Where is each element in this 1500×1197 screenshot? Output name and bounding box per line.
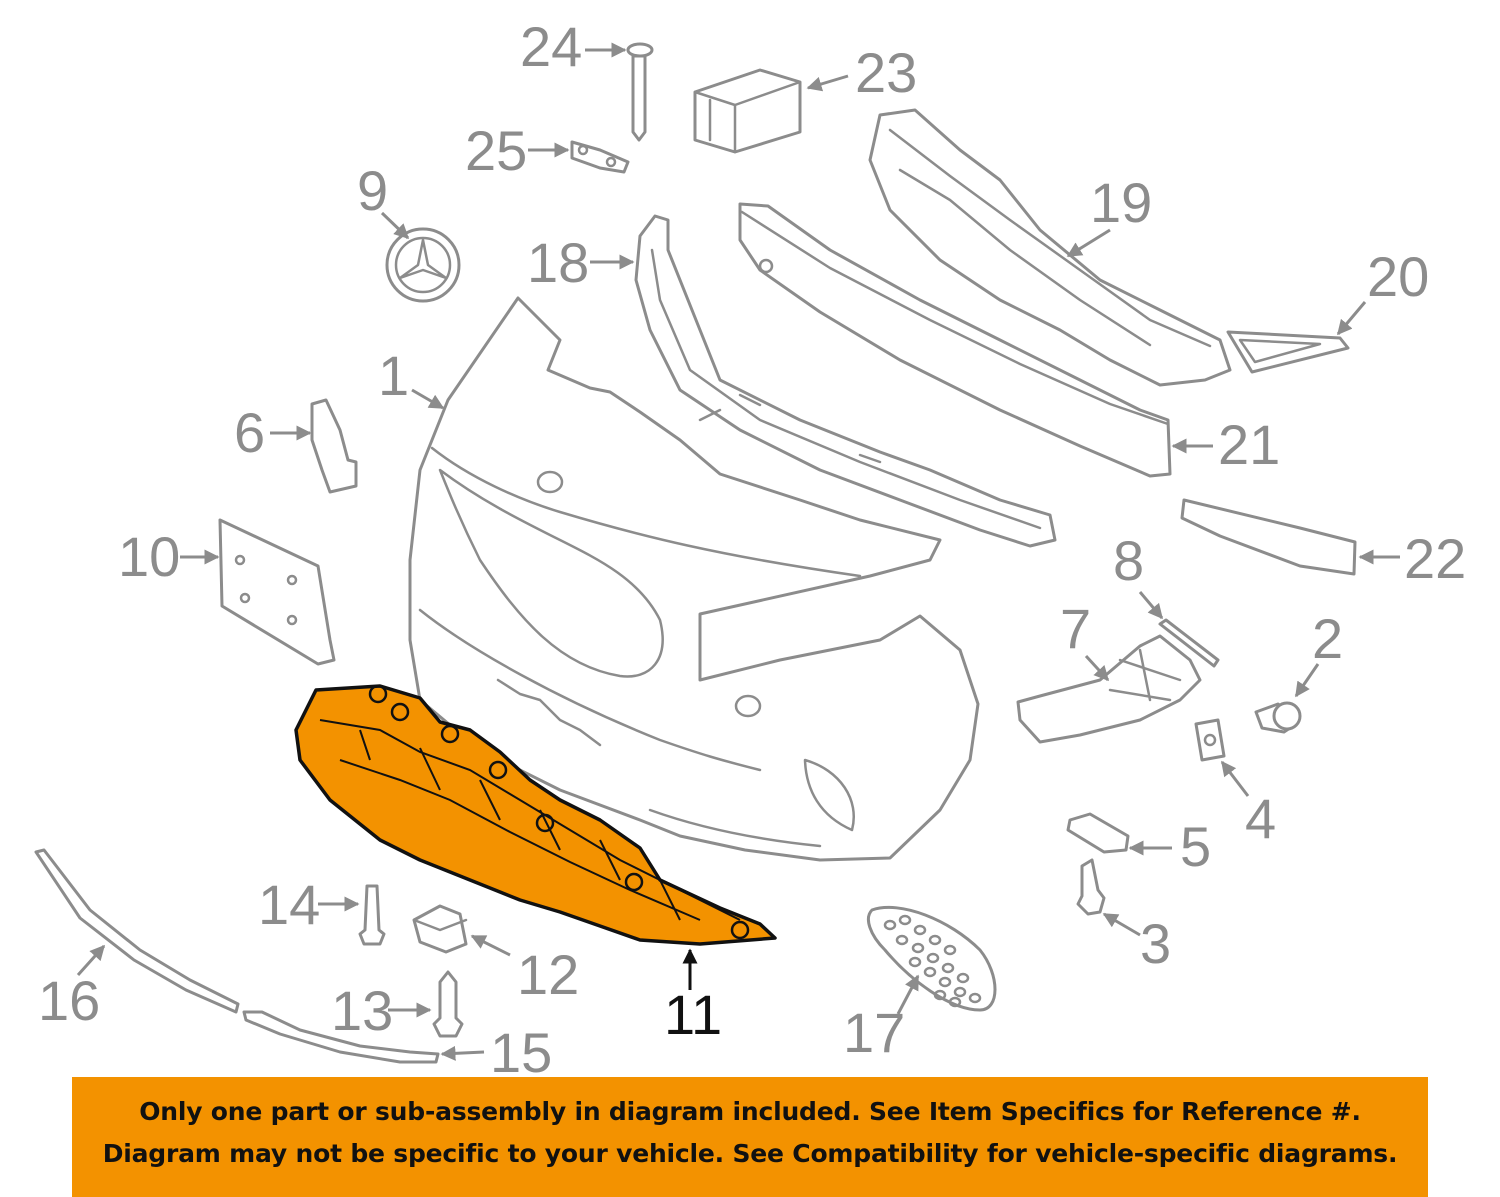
part-1-bumper-cover: [408, 296, 980, 862]
callout-3: 3: [1140, 912, 1171, 975]
callout-8: 8: [1113, 529, 1144, 592]
leader-15: [440, 1045, 485, 1061]
leader-12: [470, 934, 511, 957]
callout-6: 6: [234, 401, 265, 464]
part-15-trim: [242, 1010, 440, 1064]
callout-11: 11: [664, 983, 722, 1046]
part-2-bolt: [1254, 701, 1302, 734]
grille-hole: [968, 992, 982, 1004]
grille-hole: [895, 934, 909, 946]
callout-15: 15: [490, 1021, 552, 1080]
leader-3: [1102, 912, 1141, 937]
grille-hole: [943, 944, 957, 956]
grille-hole: [908, 956, 922, 968]
grille-hole: [933, 989, 947, 1001]
part-25-bracket: [570, 140, 630, 174]
part-9-emblem: [385, 227, 461, 303]
callout-19: 19: [1090, 171, 1152, 234]
part-18-absorber: [634, 214, 1057, 548]
leader-9: [380, 211, 410, 240]
part-6-bracket: [310, 398, 358, 494]
part-11-undertray: [294, 684, 777, 946]
leader-20: [1336, 301, 1367, 336]
leader-17: [896, 974, 920, 1015]
parts-diagram: 24 25 23 9 18 19 20 1 6 21 10 22 8 7 2 4…: [34, 15, 1466, 1080]
part-3-screw: [1076, 858, 1106, 916]
leader-16: [76, 944, 106, 977]
callout-24: 24: [520, 15, 582, 78]
leader-1: [411, 388, 445, 410]
disclaimer-banner: Only one part or sub-assembly in diagram…: [72, 1077, 1428, 1197]
disclaimer-line-1: Only one part or sub-assembly in diagram…: [139, 1097, 1361, 1126]
part-22-bracket: [1180, 498, 1357, 576]
leader-2: [1294, 663, 1320, 698]
callout-12: 12: [517, 943, 579, 1006]
callout-22: 22: [1404, 527, 1466, 590]
grille-hole: [938, 976, 952, 988]
leader-23: [806, 74, 849, 92]
grille-hole: [911, 942, 925, 954]
leader-19: [1066, 228, 1111, 258]
callout-16: 16: [38, 969, 100, 1032]
callout-14: 14: [258, 873, 320, 936]
part-7-bracket: [1016, 634, 1202, 744]
leader-4: [1220, 760, 1250, 797]
grille-hole: [926, 952, 940, 964]
callout-1: 1: [378, 344, 409, 407]
part-4-clip: [1194, 718, 1226, 762]
part-19-upper-absorber: [868, 108, 1232, 387]
grille-hole: [948, 996, 962, 1008]
callout-9: 9: [357, 159, 388, 222]
part-23-bracket: [693, 68, 802, 154]
grille-hole: [928, 934, 942, 946]
callout-2: 2: [1312, 607, 1343, 670]
part-12-clip: [412, 904, 468, 954]
grille-hole: [953, 986, 967, 998]
grille-hole: [941, 962, 955, 974]
part-16-trim: [34, 848, 240, 1014]
part-13-screw: [432, 970, 464, 1038]
grille-hole: [913, 924, 927, 936]
callout-17: 17: [843, 1001, 905, 1064]
callout-21: 21: [1218, 413, 1280, 476]
leader-lines: [76, 42, 1400, 1061]
callout-10: 10: [118, 525, 180, 588]
part-10-plate-bracket: [218, 518, 336, 666]
leader-7: [1084, 654, 1110, 682]
callout-13: 13: [331, 979, 393, 1042]
callout-7: 7: [1060, 597, 1091, 660]
part-24-bolt: [626, 42, 654, 142]
callout-18: 18: [527, 231, 589, 294]
part-5-clip: [1066, 812, 1130, 854]
callout-4: 4: [1245, 787, 1276, 850]
callout-labels: 24 25 23 9 18 19 20 1 6 21 10 22 8 7 2 4…: [38, 15, 1466, 1080]
grille-hole: [898, 914, 912, 926]
grille-hole: [956, 972, 970, 984]
callout-20: 20: [1367, 245, 1429, 308]
grille-hole: [923, 966, 937, 978]
callout-23: 23: [855, 41, 917, 104]
grille-hole: [883, 919, 897, 931]
disclaimer-line-2: Diagram may not be specific to your vehi…: [102, 1139, 1398, 1168]
part-17-grille: [867, 905, 997, 1012]
callout-5: 5: [1180, 815, 1211, 878]
part-20-bracket: [1226, 330, 1350, 374]
part-21-reinforcement: [738, 202, 1172, 478]
part-14-screw: [358, 884, 386, 946]
callout-25: 25: [465, 119, 527, 182]
leader-8: [1138, 591, 1164, 620]
part-8-strip: [1158, 618, 1220, 668]
